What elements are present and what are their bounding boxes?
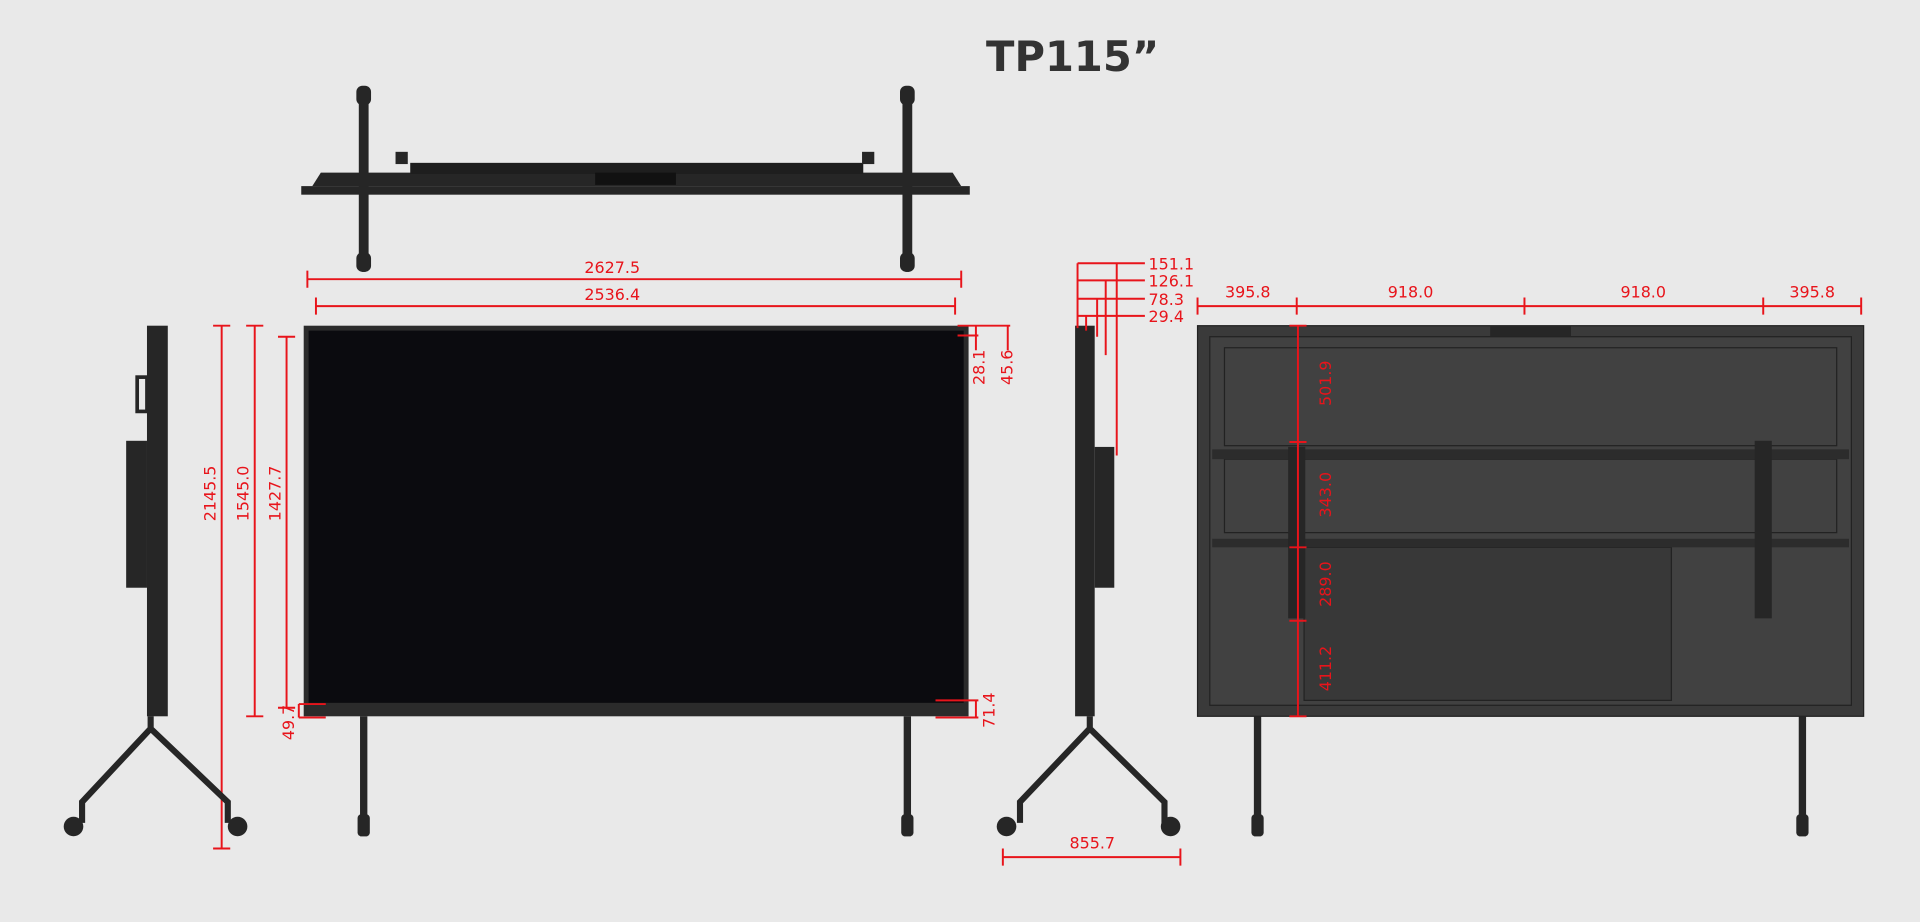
page-title: TP115” — [986, 32, 1159, 81]
dim-back-h4: 395.8 — [1789, 283, 1835, 302]
dim-depth-4: 29.4 — [1149, 307, 1184, 326]
dim-back-v3: 289.0 — [1316, 561, 1335, 607]
dim-overall-width: 2627.5 — [584, 258, 640, 277]
front-dimensions: 2627.5 2536.4 2145.5 1545.0 1427.7 49.7 … — [201, 258, 1017, 850]
dim-depth-1: 151.1 — [1149, 254, 1195, 273]
dim-back-h3: 918.0 — [1620, 283, 1666, 302]
dim-back-v4: 411.2 — [1316, 646, 1335, 692]
dim-stand-depth: 855.7 — [1069, 834, 1115, 853]
back-dimensions: 395.8 918.0 918.0 395.8 501.9 343.0 289.… — [1196, 283, 1863, 718]
dim-top-bezel-inner: 28.1 — [969, 350, 988, 385]
dim-display-height: 1427.7 — [265, 466, 284, 522]
dim-display-width: 2536.4 — [584, 285, 640, 304]
left-side-view — [63, 325, 248, 837]
side-dimensions: 151.1 126.1 78.3 29.4 855.7 — [1001, 254, 1195, 866]
back-view — [1196, 325, 1865, 837]
dim-panel-height: 1545.0 — [234, 466, 253, 522]
dim-bottom-bezel-right: 71.4 — [979, 692, 998, 727]
dim-depth-2: 126.1 — [1149, 272, 1195, 291]
dim-back-h1: 395.8 — [1225, 283, 1271, 302]
dim-depth-3: 78.3 — [1149, 290, 1184, 309]
dim-bottom-bezel-left: 49.7 — [279, 705, 298, 740]
dim-overall-height: 2145.5 — [201, 466, 220, 522]
top-view — [301, 85, 970, 272]
dim-top-bezel-outer: 45.6 — [998, 350, 1017, 385]
front-view — [303, 325, 969, 837]
dim-back-h2: 918.0 — [1388, 283, 1434, 302]
right-side-view — [996, 325, 1181, 837]
dim-back-v2: 343.0 — [1316, 472, 1335, 518]
dim-back-v1: 501.9 — [1316, 360, 1335, 406]
